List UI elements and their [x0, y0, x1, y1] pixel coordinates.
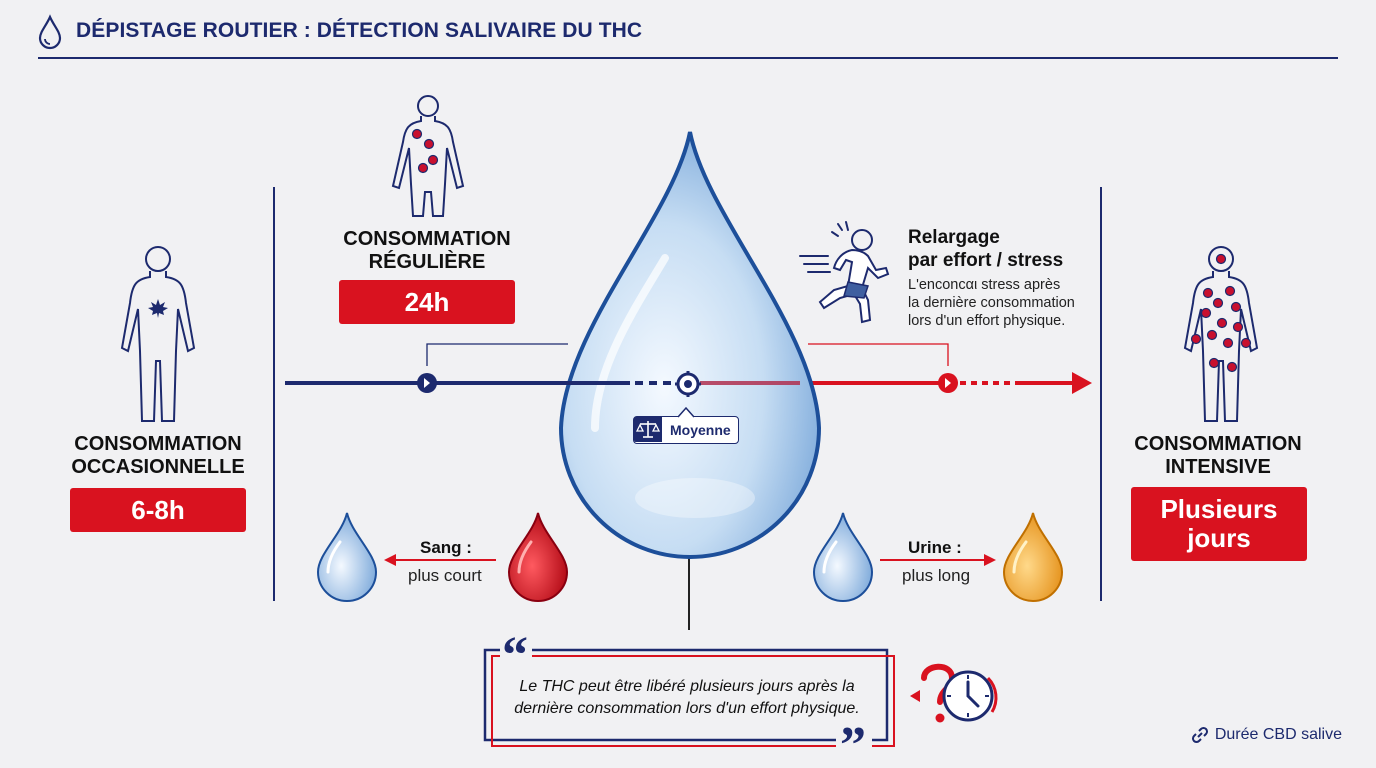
gear-icon	[675, 371, 701, 397]
occasional-label-line2: OCCASIONNELLE	[71, 456, 245, 478]
quote-line1: Le THC peut être libéré plusieurs jours …	[519, 678, 855, 695]
drop-icon	[38, 14, 62, 50]
release-desc-line3: lors d'un effort physique.	[908, 313, 1066, 329]
drop-timeline-segment	[560, 381, 800, 385]
intensive-duration: Plusieurs jours	[1131, 487, 1307, 561]
average-badge: Moyenne	[633, 416, 739, 444]
body-intensive-icon	[1183, 246, 1259, 422]
quote-line2: dernière consommation lors d'un effort p…	[514, 700, 860, 717]
quote-text: Le THC peut être libéré plusieurs jours …	[497, 676, 877, 720]
svg-text:“: “	[502, 636, 528, 684]
urine-drop-icon	[1002, 512, 1064, 602]
quote-frame: “ ”	[483, 636, 895, 754]
page-title: DÉPISTAGE ROUTIER : DÉTECTION SALIVAIRE …	[76, 19, 643, 42]
svg-text:”: ”	[840, 717, 866, 754]
release-desc-line2: la dernière consommation	[908, 295, 1075, 311]
intensive-label-line2: INTENSIVE	[1165, 456, 1271, 478]
link-icon	[1191, 726, 1208, 744]
question-clock-icon	[910, 663, 998, 723]
body-occasional-icon	[120, 246, 196, 422]
regular-label-line2: RÉGULIÈRE	[368, 251, 486, 273]
urine-title: Urine :	[908, 538, 962, 557]
release-title-line1: Relargage	[908, 227, 1000, 248]
intensive-duration-line2: jours	[1187, 523, 1251, 553]
right-divider	[1100, 187, 1102, 601]
urine-desc: plus long	[902, 566, 971, 585]
release-description: L'enconcαι stress après la dernière cons…	[908, 276, 1075, 330]
release-title-line2: par effort / stress	[908, 250, 1064, 271]
blood-arrow	[384, 554, 496, 566]
header-divider	[38, 57, 1338, 59]
regular-label-line1: CONSOMMATION	[343, 228, 511, 250]
badge-pointer	[678, 406, 694, 418]
saliva-drop-small-right-icon	[812, 512, 874, 602]
occasional-duration: 6-8h	[70, 488, 246, 532]
occasional-label: CONSOMMATION OCCASIONNELLE	[58, 433, 258, 479]
left-divider	[273, 187, 275, 601]
saliva-drop-small-left-icon	[316, 512, 378, 602]
intensive-label: CONSOMMATION INTENSIVE	[1118, 433, 1318, 479]
intensive-duration-line1: Plusieurs	[1160, 494, 1278, 524]
scale-icon	[634, 417, 662, 442]
blood-desc: plus court	[408, 566, 482, 585]
release-desc-line1: L'enconcαι stress après	[908, 277, 1061, 293]
saliva-drop	[558, 131, 822, 559]
blood-drop-icon	[507, 512, 569, 602]
cbd-duration-link[interactable]: Durée CBD salive	[1191, 726, 1342, 744]
release-title: Relargage par effort / stress	[908, 226, 1063, 272]
occasional-label-line1: CONSOMMATION	[74, 433, 242, 455]
center-stem	[688, 550, 690, 630]
intensive-label-line1: CONSOMMATION	[1134, 433, 1302, 455]
body-regular-icon	[391, 95, 465, 217]
regular-label: CONSOMMATION RÉGULIÈRE	[327, 228, 527, 274]
cbd-duration-link-label: Durée CBD salive	[1214, 726, 1342, 743]
runner-icon	[799, 221, 890, 324]
average-label: Moyenne	[670, 422, 731, 438]
blood-title: Sang :	[420, 538, 472, 557]
regular-duration: 24h	[339, 280, 515, 324]
urine-arrow	[880, 554, 996, 566]
